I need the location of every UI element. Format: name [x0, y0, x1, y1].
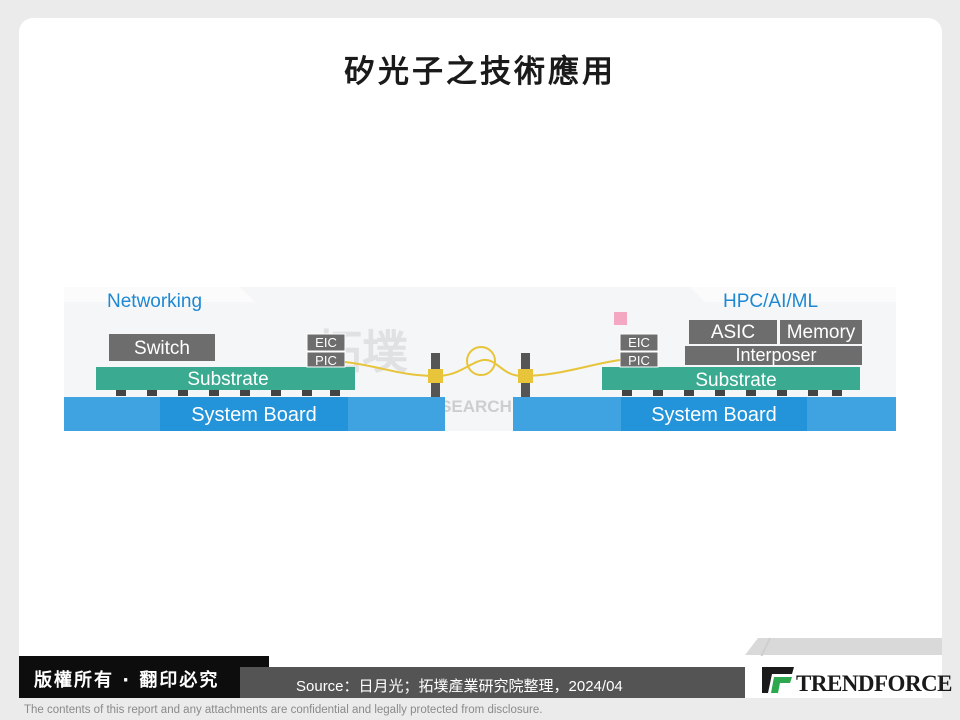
background-highlight [64, 287, 255, 302]
memory-label: Memory [787, 322, 856, 343]
trendforce-logo-text: TRENDFORCE [796, 671, 953, 696]
pic-label-right: PIC [628, 353, 650, 368]
disclaimer-text: The contents of this report and any atta… [24, 704, 543, 716]
system-board-left-label-bg [160, 397, 348, 431]
asic-label: ASIC [711, 322, 755, 343]
pic-chip-right [619, 351, 659, 368]
source-bar [240, 667, 760, 698]
memory-chip [780, 320, 862, 344]
fiber-connector-left-joint [428, 369, 443, 383]
solder-balls-right [622, 389, 842, 396]
source-text: Source：日月光；拓墣產業研究院整理，2024/04 [296, 678, 623, 695]
footer-decoration [745, 638, 942, 655]
asic-chip [689, 320, 777, 344]
fiber-loop [466, 346, 496, 376]
laser-marker [614, 312, 627, 325]
interposer-label: Interposer [735, 345, 816, 365]
copyright-bar [19, 656, 269, 698]
solder-balls-left [116, 389, 340, 396]
trendforce-logo-icon [762, 667, 794, 693]
eic-label-left: EIC [315, 335, 337, 350]
system-board-left-label: System Board [191, 404, 317, 426]
interposer [685, 346, 862, 365]
substrate-left [96, 367, 355, 390]
switch-label: Switch [134, 338, 190, 359]
switch-chip [109, 334, 215, 361]
substrate-right-label: Substrate [695, 370, 776, 391]
eic-label-right: EIC [628, 335, 650, 350]
substrate-left-label: Substrate [187, 369, 268, 390]
fiber-connector-right-joint [518, 369, 533, 383]
pic-label-left: PIC [315, 353, 337, 368]
networking-label: Networking [107, 291, 202, 312]
background-highlight [690, 287, 896, 302]
substrate-right [602, 367, 860, 390]
eic-chip-right [619, 333, 659, 352]
pic-chip-left [306, 351, 346, 368]
copyright-text: 版權所有 · 翻印必究 [34, 670, 220, 691]
hpc-label: HPC/AI/ML [723, 291, 818, 312]
system-board-right-label-bg [621, 397, 807, 431]
system-board-right-label: System Board [651, 404, 777, 426]
eic-chip-left [306, 333, 346, 352]
optical-fiber [344, 358, 621, 378]
page-title: 矽光子之技術應用 [344, 54, 616, 90]
